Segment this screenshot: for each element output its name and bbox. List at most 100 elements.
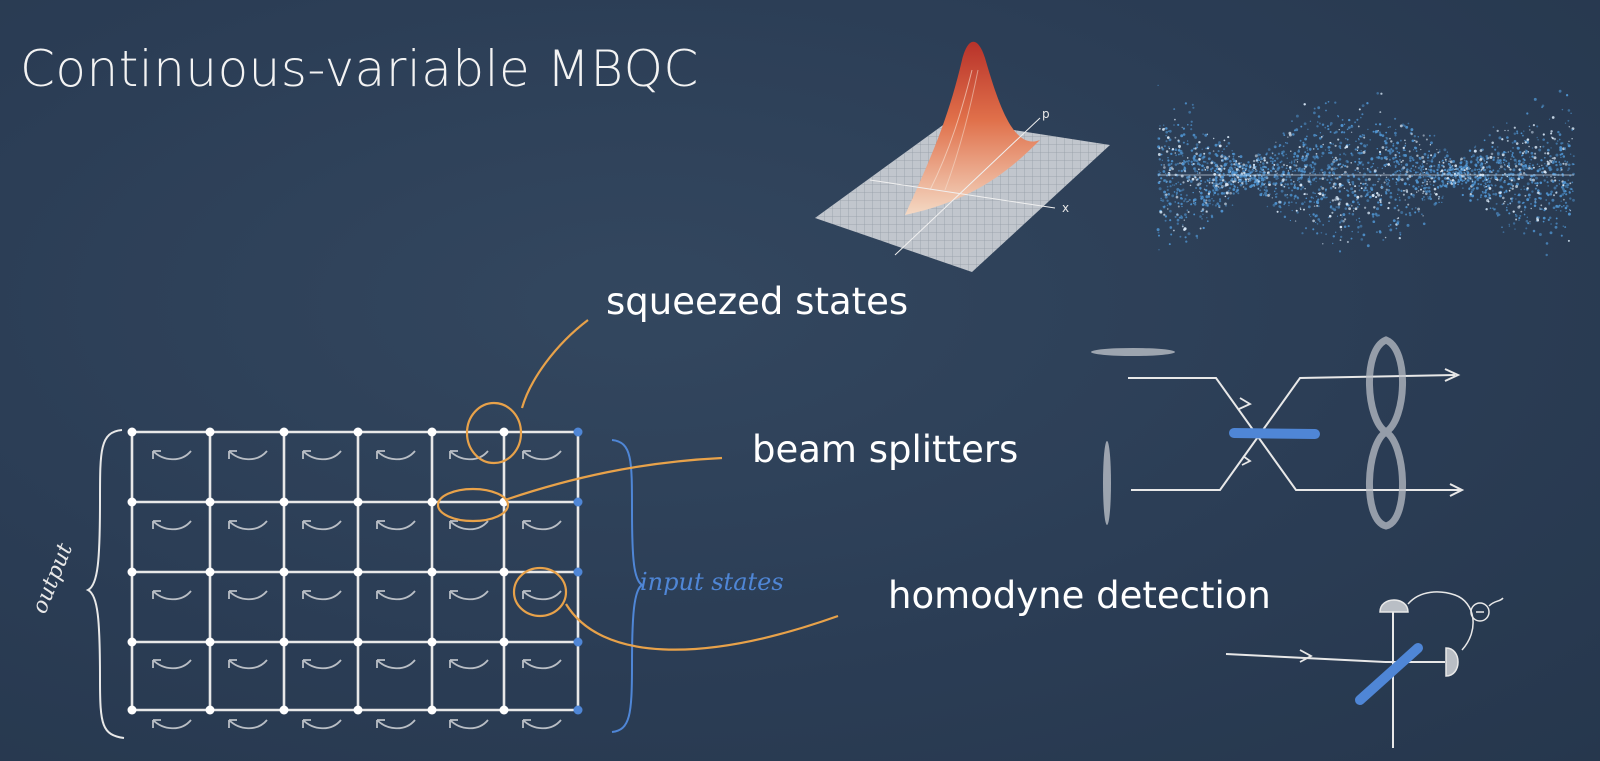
noise-sample [1563, 192, 1566, 195]
noise-sample [1529, 221, 1531, 223]
noise-sample [1188, 175, 1191, 178]
noise-sample [1180, 216, 1184, 219]
noise-sample [1230, 183, 1233, 186]
noise-sample [1526, 198, 1530, 202]
noise-sample [1199, 153, 1203, 156]
noise-sample [1563, 181, 1567, 184]
noise-sample [1397, 209, 1400, 212]
noise-sample [1232, 177, 1234, 180]
noise-sample [1404, 142, 1407, 144]
noise-sample [1202, 213, 1204, 216]
noise-sample [1337, 205, 1341, 209]
noise-sample [1293, 186, 1297, 189]
noise-sample [1376, 92, 1379, 95]
noise-sample [1195, 143, 1199, 146]
noise-sample [1181, 197, 1183, 200]
noise-sample [1213, 161, 1216, 165]
noise-sample [1522, 161, 1525, 164]
noise-sample [1312, 197, 1315, 199]
noise-sample [1315, 195, 1318, 198]
noise-sample [1488, 134, 1491, 137]
noise-sample [1227, 189, 1230, 192]
noise-sample [1187, 162, 1190, 164]
noise-sample [1176, 190, 1178, 192]
noise-sample [1439, 163, 1441, 165]
noise-sample [1367, 177, 1371, 181]
noise-sample [1566, 161, 1569, 163]
noise-sample [1231, 150, 1233, 152]
noise-sample [1170, 162, 1173, 165]
noise-sample [1255, 168, 1257, 171]
noise-sample [1229, 191, 1232, 195]
noise-sample [1526, 182, 1530, 186]
noise-sample [1165, 134, 1167, 137]
noise-sample [1534, 198, 1537, 201]
noise-sample [1174, 152, 1177, 154]
noise-sample [1379, 201, 1382, 204]
noise-sample [1385, 146, 1388, 149]
noise-sample [1558, 138, 1561, 141]
noise-sample [1435, 175, 1437, 177]
noise-sample [1274, 195, 1278, 199]
noise-sample [1504, 129, 1506, 132]
noise-sample [1335, 196, 1339, 199]
noise-sample [1227, 136, 1230, 139]
noise-sample [1164, 195, 1168, 199]
noise-sample [1470, 169, 1474, 173]
noise-sample [1520, 210, 1523, 213]
noise-sample [1548, 216, 1552, 219]
noise-sample [1158, 170, 1160, 172]
noise-sample [1413, 169, 1415, 171]
noise-sample [1205, 195, 1209, 199]
noise-sample [1349, 183, 1351, 186]
noise-sample [1204, 188, 1208, 192]
noise-sample [1458, 175, 1462, 179]
noise-sample [1516, 132, 1519, 135]
noise-sample [1219, 188, 1221, 190]
noise-sample [1480, 169, 1483, 171]
noise-sample [1390, 140, 1393, 143]
noise-sample [1422, 175, 1425, 178]
noise-sample [1346, 173, 1348, 175]
noise-sample [1263, 159, 1266, 162]
noise-sample [1392, 144, 1395, 147]
noise-sample [1523, 150, 1526, 153]
noise-sample [1282, 163, 1286, 167]
noise-sample [1334, 144, 1337, 147]
noise-sample [1402, 148, 1405, 152]
noise-sample [1291, 160, 1293, 162]
noise-sample [1379, 153, 1382, 156]
noise-sample [1549, 154, 1552, 158]
noise-sample [1562, 198, 1565, 201]
noise-sample [1353, 176, 1355, 179]
noise-sample [1174, 215, 1177, 218]
noise-sample [1291, 201, 1293, 203]
noise-sample [1343, 225, 1347, 228]
noise-sample [1550, 223, 1552, 225]
noise-sample [1332, 185, 1335, 188]
noise-sample [1194, 135, 1198, 139]
noise-sample [1265, 153, 1268, 156]
noise-sample [1307, 128, 1309, 131]
noise-sample [1405, 206, 1408, 209]
noise-sample [1183, 219, 1185, 221]
noise-sample [1324, 102, 1327, 105]
noise-sample [1561, 185, 1564, 189]
noise-sample [1549, 231, 1553, 235]
noise-sample [1166, 185, 1169, 188]
noise-sample [1165, 181, 1168, 184]
noise-sample [1399, 159, 1401, 161]
noise-sample [1562, 190, 1565, 193]
noise-sample [1339, 141, 1343, 145]
noise-sample [1164, 172, 1167, 175]
noise-sample [1319, 172, 1321, 174]
noise-sample [1315, 180, 1317, 183]
noise-sample [1338, 190, 1342, 193]
noise-sample [1336, 177, 1339, 180]
noise-sample [1367, 168, 1370, 172]
noise-sample [1518, 175, 1521, 179]
noise-sample [1167, 208, 1169, 210]
noise-sample [1395, 183, 1398, 186]
noise-sample [1525, 173, 1527, 175]
